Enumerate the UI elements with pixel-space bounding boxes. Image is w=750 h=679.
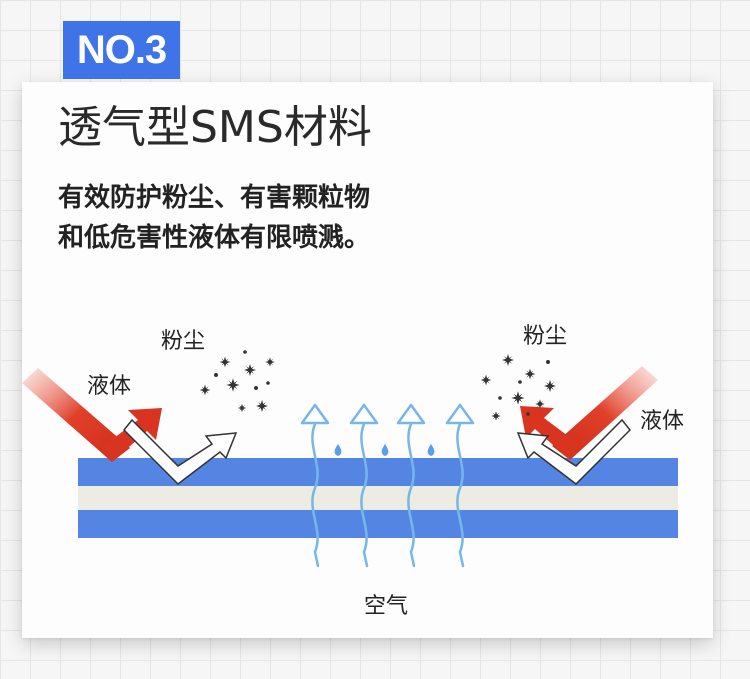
left-liquid-label: 液体 [87, 374, 132, 399]
left-reflect-arrow [122, 418, 238, 485]
inner-spunbond-layer [78, 510, 678, 538]
air-flow-line-3 [407, 422, 416, 568]
left-dust-label: 粉尘 [161, 329, 206, 354]
droplet-1 [334, 444, 342, 456]
air-arrow-head-2 [349, 403, 379, 425]
number-badge: NO.3 [63, 21, 180, 79]
description: 有效防护粉尘、有害颗粒物 和低危害性液体有限喷溅。 [58, 178, 678, 258]
left-dust-particles [199, 350, 275, 413]
air-flow-arrows [311, 422, 465, 568]
right-dust-particles [480, 354, 556, 421]
air-flow-line-1 [311, 422, 320, 568]
meltblown-layer [78, 486, 678, 510]
description-line-1: 有效防护粉尘、有害颗粒物 [58, 183, 371, 213]
right-liquid-arrow [520, 366, 658, 460]
air-arrow-heads [300, 403, 475, 425]
air-arrow-head-3 [396, 403, 426, 425]
right-liquid-label: 液体 [640, 409, 685, 434]
page-title: 透气型SMS材料 [58, 102, 372, 153]
air-arrow-head-4 [445, 403, 475, 425]
droplet-2 [381, 444, 389, 456]
water-droplets [334, 444, 435, 456]
right-reflect-arrow [516, 418, 632, 485]
air-arrow-head-1 [300, 403, 330, 425]
content-card: 透气型SMS材料 有效防护粉尘、有害颗粒物 和低危害性液体有限喷溅。 [22, 82, 713, 638]
air-flow-line-2 [360, 422, 369, 568]
right-dust-label: 粉尘 [523, 324, 568, 349]
droplet-3 [427, 444, 435, 456]
description-line-2: 和低危害性液体有限喷溅。 [58, 223, 371, 253]
air-flow-line-4 [456, 422, 465, 568]
air-label: 空气 [364, 594, 409, 619]
